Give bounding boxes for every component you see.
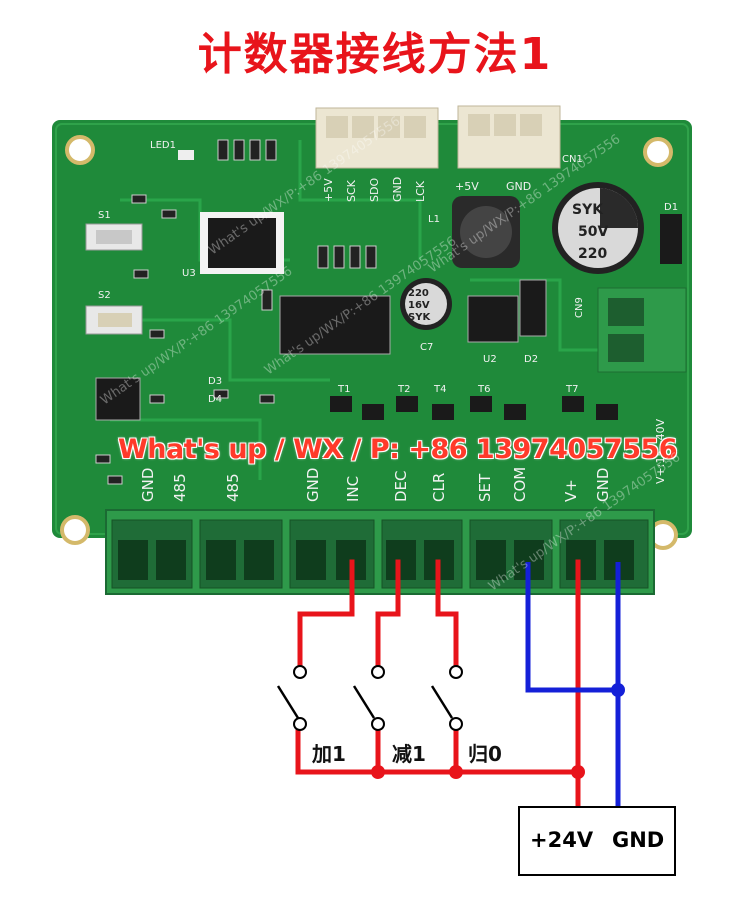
board-label-u2: U2 (483, 354, 497, 365)
capacitor-small-label: SYK (408, 312, 431, 323)
board-label-t: T1 (337, 384, 350, 395)
terminal-labels: GND 485 485 GND INC DEC CLR SET COM V+ G… (139, 467, 612, 502)
board-label-s1: S1 (98, 210, 111, 221)
terminal-label-com: COM (511, 467, 529, 502)
board-label-u3: U3 (182, 268, 196, 279)
capacitor-large-label: 220 (578, 246, 607, 262)
board-label-led: LED1 (150, 140, 176, 151)
switch-label-inc: 加1 (312, 742, 346, 766)
supply-gnd-label: GND (612, 828, 665, 852)
top-connector-1 (315, 107, 439, 169)
capacitor-small-label: 220 (408, 288, 429, 299)
watermark-banner: What's up / WX / P: +86 13974057556 (118, 434, 678, 465)
capacitor-small-label: 16V (408, 300, 430, 311)
terminal-label-inc: INC (344, 476, 362, 502)
board-label-voltage: V+:15~40V (654, 418, 667, 484)
capacitor-large (552, 182, 644, 274)
ic-u2 (467, 295, 519, 343)
capacitor-large-label: SYK (572, 202, 604, 218)
terminal-label-vplus: V+ (562, 479, 580, 502)
connector-label: +5V (322, 178, 335, 202)
board-label-d2: D2 (524, 354, 538, 365)
mount-hole (60, 515, 90, 545)
switch-inc (276, 665, 307, 731)
terminal-label-set: SET (476, 473, 494, 502)
mount-hole (65, 135, 95, 165)
mount-hole (643, 137, 673, 167)
ic-485 (95, 377, 141, 421)
mcu-chip (200, 212, 284, 274)
red-wires (295, 559, 581, 809)
top-connector-2 (457, 105, 561, 169)
capacitor-large-label: 50V (578, 224, 608, 240)
board-label-c7: C7 (420, 342, 433, 353)
terminal-label-clr: CLR (430, 473, 448, 502)
transistor-row (330, 396, 618, 420)
wire-junctions (371, 683, 625, 779)
button-s2 (85, 305, 143, 335)
board-label-l1: L1 (428, 214, 440, 225)
terminal-label-485: 485 (171, 473, 189, 502)
board-label-d3: D3 (208, 376, 222, 387)
top-connector-1-labels: +5V SCK SDO GND LCK (322, 177, 427, 202)
terminal-label-dec: DEC (392, 470, 410, 502)
terminal-label-gnd: GND (594, 468, 612, 502)
terminal-label-485: 485 (224, 473, 242, 502)
diode-d2 (519, 279, 547, 337)
board-label-d1: D1 (664, 202, 678, 213)
switch-label-dec: 减1 (392, 742, 426, 766)
terminal-label-gnd: GND (304, 468, 322, 502)
board-label-t: T4 (433, 384, 446, 395)
connector-label: GND (506, 180, 531, 193)
power-terminal-cn9 (597, 287, 687, 373)
board-label-s2: S2 (98, 290, 111, 301)
switch-dec (352, 665, 385, 731)
terminal-label-gnd: GND (139, 468, 157, 502)
switch-label-clr: 归0 (468, 742, 502, 766)
supply-positive-label: +24V (530, 828, 594, 852)
diode-d1 (660, 214, 682, 264)
ic-driver (279, 295, 391, 355)
board-label-cn9: CN9 (574, 297, 585, 318)
connector-label: LCK (414, 180, 427, 202)
led-component (178, 150, 194, 160)
connector-label: SDO (368, 178, 381, 202)
button-s1 (85, 223, 143, 251)
connector-label: +5V (455, 180, 479, 193)
connector-label: GND (391, 177, 404, 202)
board-label-t: T7 (565, 384, 578, 395)
capacitor-small (400, 278, 452, 330)
page-title: 计数器接线方法1 (197, 29, 553, 80)
connector-label: SCK (345, 179, 358, 202)
power-supply-box: +24V GND (518, 806, 676, 876)
switch-clr (430, 665, 463, 731)
board-label-d4: D4 (208, 394, 222, 405)
terminal-blocks (105, 509, 655, 595)
board-label-t: T6 (477, 384, 490, 395)
board-label-cn1: CN1 (562, 154, 583, 165)
board-label-t: T2 (397, 384, 410, 395)
